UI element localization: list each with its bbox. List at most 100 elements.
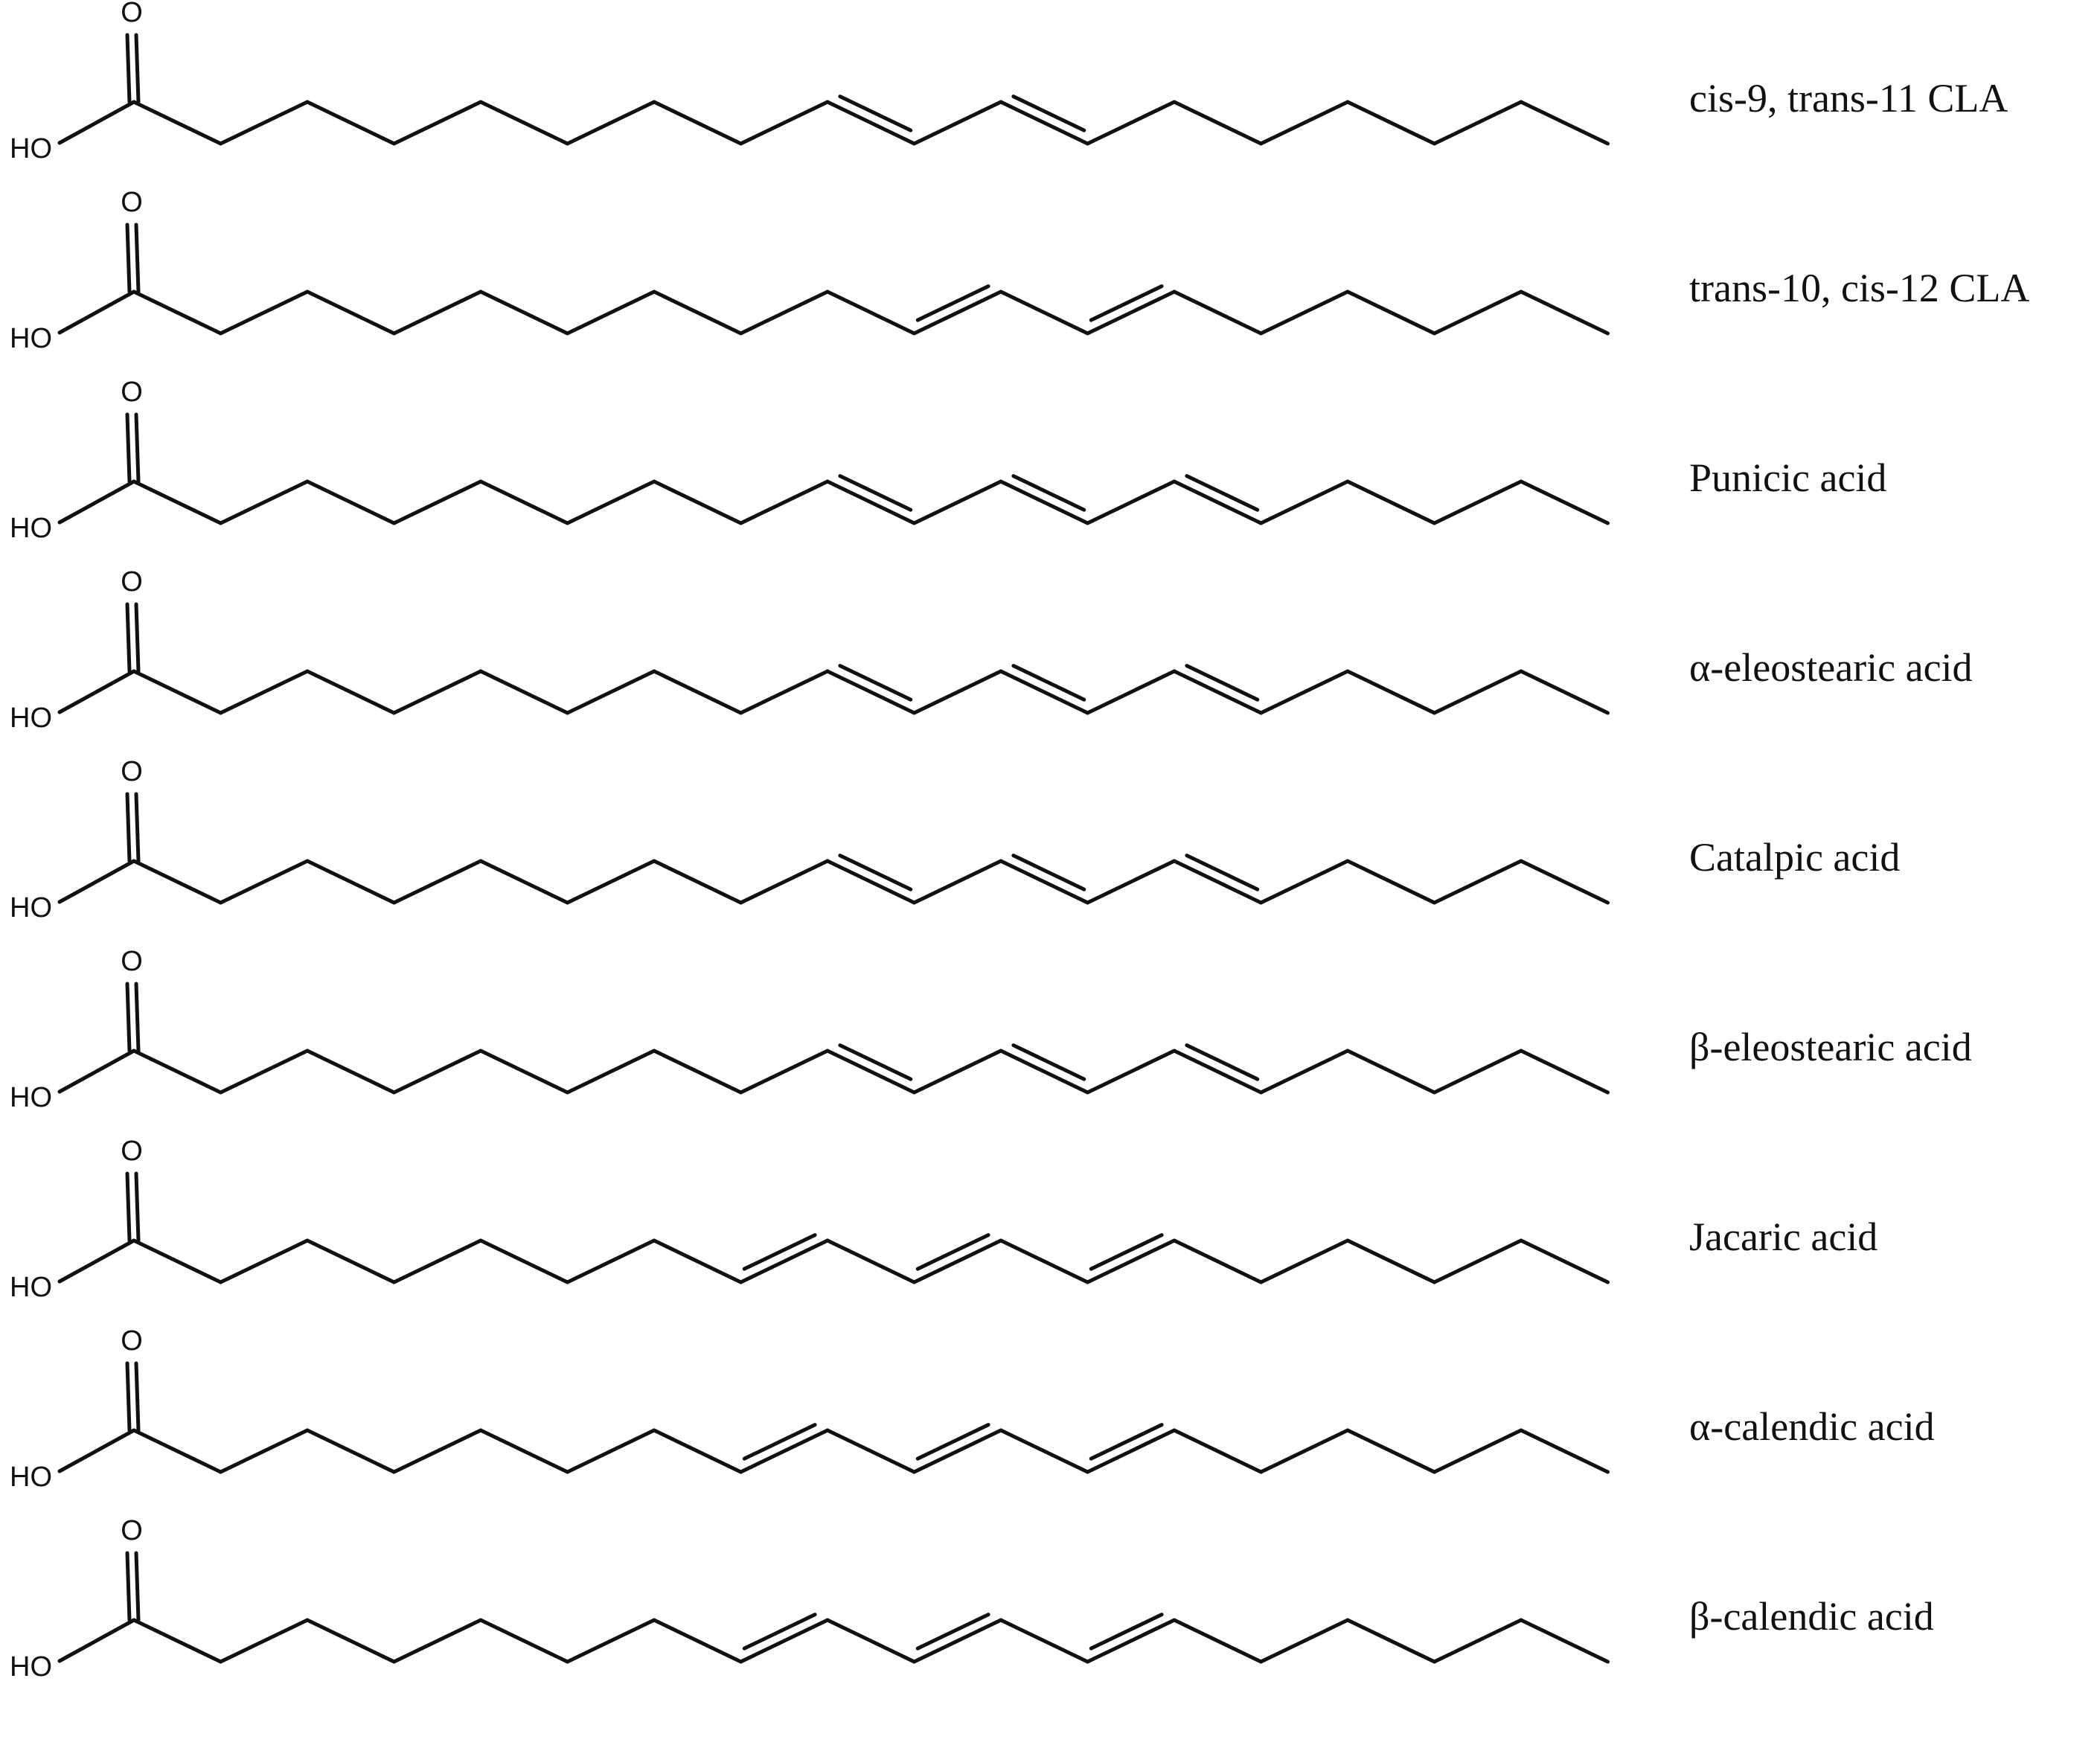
single-bond [1345,1049,1436,1095]
single-bond [652,669,743,715]
trans-double-bond [825,859,916,905]
single-bond [478,479,569,525]
single-bond [739,1049,830,1095]
single-bond [392,859,483,905]
cis-double-bond [1172,479,1263,525]
single-bond [1519,289,1610,336]
oxygen-label: O [121,1325,143,1357]
single-bond [1345,669,1436,715]
single-bond [1345,1238,1436,1284]
carbonyl-bond [134,792,141,863]
single-bond [1432,859,1523,905]
single-bond [825,1238,916,1284]
single-bond [739,100,830,146]
single-bond [1519,1049,1610,1095]
single-bond [219,1049,310,1095]
hydroxyl-bond [57,669,136,714]
single-bond [1519,859,1610,905]
trans-double-bond [912,289,1003,336]
single-bond [1259,100,1350,146]
single-bond [999,289,1089,336]
oxygen-label: O [121,0,143,28]
cis-double-bond-inner [1089,1423,1164,1461]
single-bond [912,669,1003,715]
single-bond [1345,1428,1436,1474]
single-bond [305,1049,396,1095]
trans-double-bond [912,1428,1003,1474]
hydroxyl-label: HO [10,323,52,354]
single-bond [1259,289,1350,336]
single-bond [1259,1428,1350,1474]
trans-double-bond [1086,1618,1177,1664]
carbonyl-bond [125,1171,132,1243]
single-bond [392,100,483,146]
single-bond [132,1618,223,1664]
carbonyl-bond [134,982,141,1053]
single-bond [912,1049,1003,1095]
carbonyl-bond [134,602,141,673]
single-bond [219,100,310,146]
single-bond [739,289,830,336]
single-bond [912,100,1003,146]
cis-double-bond [1086,1238,1177,1284]
hydroxyl-label: HO [10,892,52,924]
single-bond [478,1428,569,1474]
single-bond [652,859,743,905]
single-bond [132,1428,223,1474]
cis-double-bond [825,100,916,146]
trans-double-bond-inner [915,1613,990,1651]
single-bond [1086,859,1177,905]
single-bond [566,1428,656,1474]
trans-double-bond-inner [1185,664,1260,702]
single-bond [392,1238,483,1284]
single-bond [1259,859,1350,905]
single-bond [566,479,656,525]
hydroxyl-label: HO [10,513,52,544]
carbonyl-bond [134,412,141,484]
cis-double-bond [1172,859,1263,905]
single-bond [1086,479,1177,525]
trans-double-bond-inner [915,1233,990,1271]
single-bond [392,1049,483,1095]
carbonyl-bond [125,412,132,484]
compound-name: trans-10, cis-12 CLA [1689,266,2029,310]
single-bond [825,1428,916,1474]
single-bond [305,100,396,146]
hydroxyl-label: HO [10,1082,52,1113]
oxygen-label: O [121,187,143,218]
single-bond [478,289,569,336]
trans-double-bond-inner [838,854,913,892]
hydroxyl-label: HO [10,1272,52,1303]
hydroxyl-bond [57,100,136,145]
single-bond [219,289,310,336]
single-bond [566,1049,656,1095]
cis-double-bond-inner [1185,854,1260,892]
compound-name: Jacaric acid [1689,1214,1877,1259]
cis-double-bond-inner [838,664,913,702]
trans-double-bond [739,1618,830,1664]
single-bond [566,100,656,146]
hydroxyl-bond [57,1618,136,1663]
single-bond [1519,100,1610,146]
single-bond [1259,1618,1350,1664]
hydroxyl-label: HO [10,702,52,734]
trans-double-bond [825,1049,916,1095]
cis-double-bond-inner [838,95,913,132]
single-bond [1345,289,1436,336]
single-bond [1172,1238,1263,1284]
single-bond [652,289,743,336]
trans-double-bond-inner [1011,854,1086,892]
trans-double-bond [999,100,1089,146]
oxygen-label: O [121,1515,143,1546]
single-bond [1345,100,1436,146]
trans-double-bond [999,1049,1089,1095]
single-bond [739,859,830,905]
single-bond [392,1618,483,1664]
single-bond [478,100,569,146]
single-bond [652,1049,743,1095]
